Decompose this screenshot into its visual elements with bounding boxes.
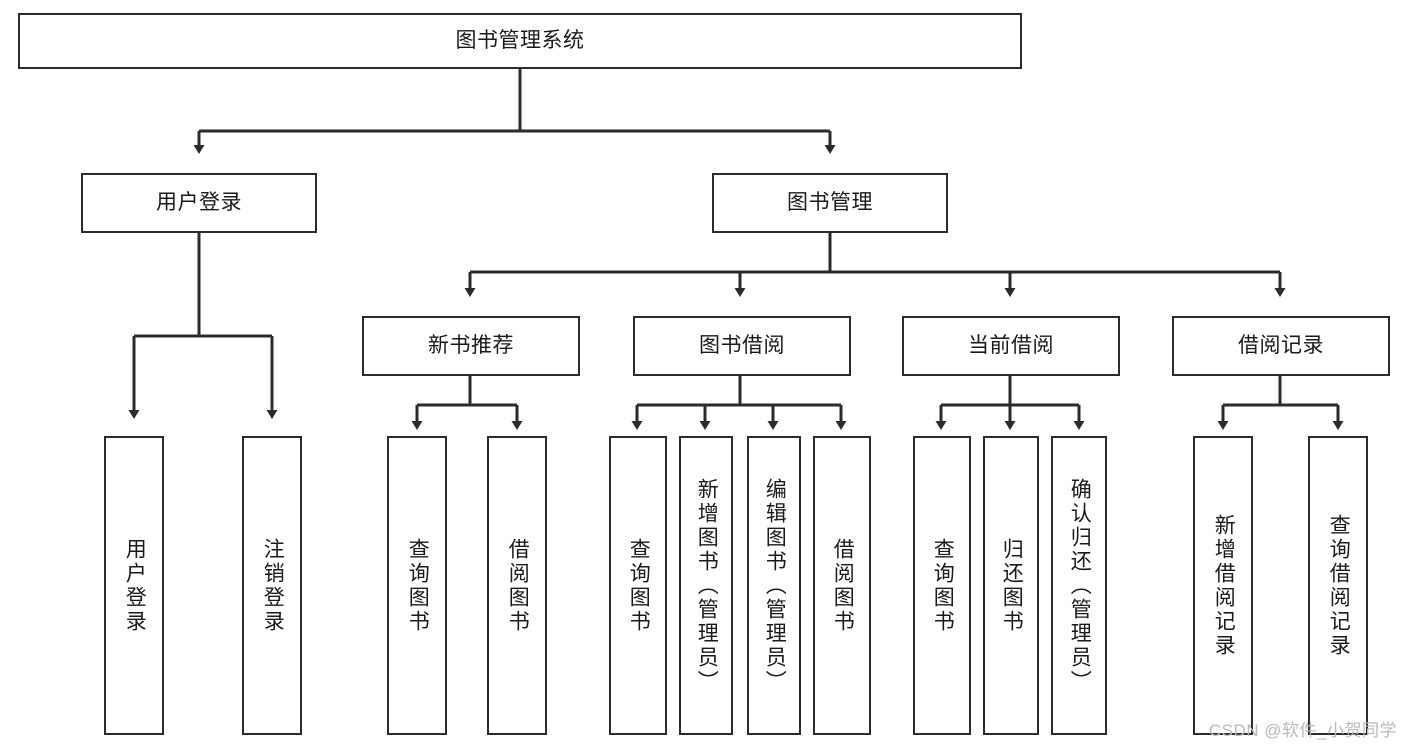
node-leaf-borrow-book-2[interactable]: 借阅图书 [813, 436, 871, 735]
node-leaf-logout-label: 注销登录 [261, 537, 285, 634]
node-leaf-query-book-1-label: 查询图书 [406, 537, 430, 634]
node-new-book-rec-label: 新书推荐 [428, 334, 514, 358]
node-leaf-query-book-3-label: 查询图书 [931, 537, 955, 634]
node-new-book-rec[interactable]: 新书推荐 [362, 316, 580, 376]
node-borrow-record[interactable]: 借阅记录 [1172, 316, 1390, 376]
node-book-borrow[interactable]: 图书借阅 [633, 316, 851, 376]
node-current-borrow-label: 当前借阅 [968, 334, 1054, 358]
node-leaf-logout[interactable]: 注销登录 [242, 436, 302, 735]
node-leaf-add-book[interactable]: 新增图书（管理员） [679, 436, 733, 735]
node-leaf-query-book-3[interactable]: 查询图书 [913, 436, 971, 735]
node-leaf-query-record[interactable]: 查询借阅记录 [1308, 436, 1368, 735]
node-leaf-query-record-label: 查询借阅记录 [1327, 513, 1351, 658]
node-leaf-borrow-book-2-label: 借阅图书 [831, 537, 855, 634]
node-leaf-query-book-2-label: 查询图书 [627, 537, 651, 634]
node-leaf-add-record[interactable]: 新增借阅记录 [1193, 436, 1253, 735]
node-book-borrow-label: 图书借阅 [699, 334, 785, 358]
node-book-manage-label: 图书管理 [787, 191, 873, 215]
node-leaf-edit-book-label: 编辑图书（管理员） [763, 477, 787, 694]
node-leaf-confirm-return[interactable]: 确认归还（管理员） [1051, 436, 1107, 735]
node-leaf-return-book[interactable]: 归还图书 [983, 436, 1039, 735]
node-borrow-record-label: 借阅记录 [1238, 334, 1324, 358]
node-leaf-user-login[interactable]: 用户登录 [104, 436, 164, 735]
node-leaf-borrow-book-1-label: 借阅图书 [506, 537, 530, 634]
node-leaf-confirm-return-label: 确认归还（管理员） [1068, 477, 1092, 694]
node-leaf-add-record-label: 新增借阅记录 [1212, 513, 1236, 658]
node-leaf-borrow-book-1[interactable]: 借阅图书 [487, 436, 547, 735]
node-leaf-return-book-label: 归还图书 [1000, 537, 1024, 634]
node-user-login[interactable]: 用户登录 [81, 173, 317, 233]
node-current-borrow[interactable]: 当前借阅 [902, 316, 1120, 376]
node-leaf-add-book-label: 新增图书（管理员） [695, 477, 719, 694]
node-root-label: 图书管理系统 [455, 29, 585, 53]
node-book-manage[interactable]: 图书管理 [712, 173, 948, 233]
node-leaf-query-book-1[interactable]: 查询图书 [387, 436, 447, 735]
node-leaf-user-login-label: 用户登录 [123, 537, 147, 634]
node-user-login-label: 用户登录 [156, 191, 242, 215]
node-leaf-edit-book[interactable]: 编辑图书（管理员） [747, 436, 801, 735]
node-leaf-query-book-2[interactable]: 查询图书 [609, 436, 667, 735]
node-root[interactable]: 图书管理系统 [18, 13, 1022, 69]
